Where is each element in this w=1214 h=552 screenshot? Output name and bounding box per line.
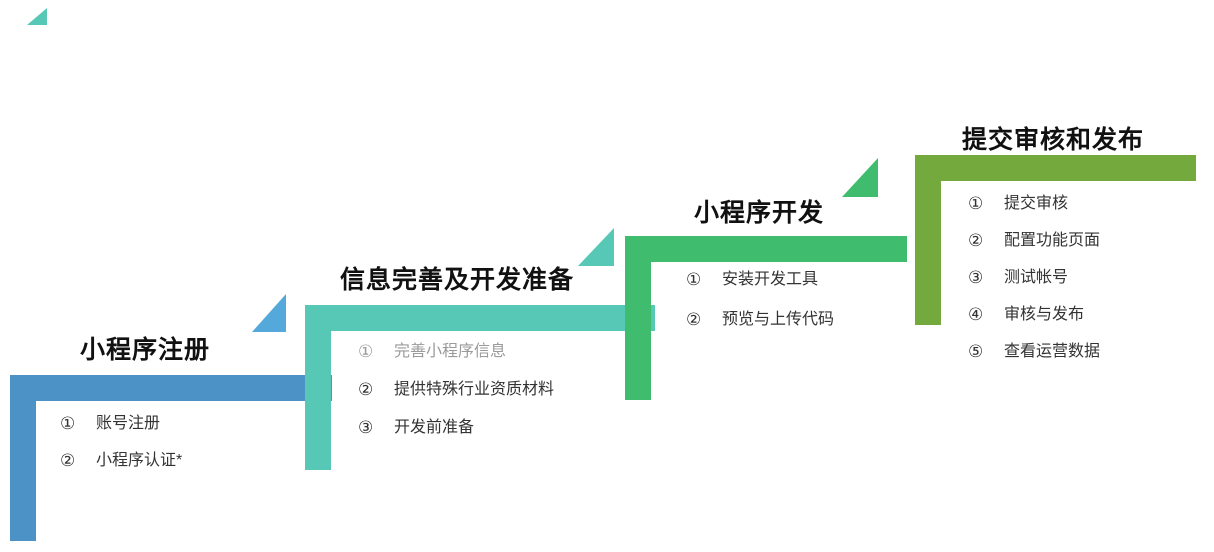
list-item: ① 提交审核 <box>968 193 1100 215</box>
step-item-list: ① 提交审核 ② 配置功能页面 ③ 测试帐号 ④ 审核与发布 ⑤ 查看运营数据 <box>968 193 1100 378</box>
step-bar-vertical <box>915 155 941 325</box>
list-item: ② 配置功能页面 <box>968 230 1100 252</box>
item-number: ① <box>968 194 984 213</box>
step-item-list: ① 账号注册 ② 小程序认证* <box>60 413 182 487</box>
step-title: 提交审核和发布 <box>962 126 1145 154</box>
item-label: 开发前准备 <box>394 419 475 436</box>
list-item: ① 账号注册 <box>60 413 182 434</box>
list-item: ① 安装开发工具 <box>686 269 834 290</box>
list-item: ③ 开发前准备 <box>358 417 554 438</box>
step-item-list: ① 安装开发工具 ② 预览与上传代码 <box>686 269 834 349</box>
step-bar-horizontal <box>10 375 332 401</box>
item-label: 审核与发布 <box>1004 306 1085 323</box>
list-item: ③ 测试帐号 <box>968 267 1100 289</box>
corner-triangle-mark-icon <box>27 8 47 25</box>
list-item: ② 提供特殊行业资质材料 <box>358 379 554 400</box>
item-label: 预览与上传代码 <box>722 311 835 328</box>
item-number: ① <box>60 414 76 433</box>
item-number: ② <box>60 451 76 470</box>
item-label: 查看运营数据 <box>1004 343 1101 360</box>
item-label: 配置功能页面 <box>1004 232 1101 249</box>
item-number: ⑤ <box>968 342 984 361</box>
item-number: ③ <box>358 418 374 437</box>
list-item: ① 完善小程序信息 <box>358 341 554 362</box>
step-flag-triangle-icon <box>578 228 614 266</box>
step-bar-vertical <box>305 305 331 470</box>
item-label: 小程序认证* <box>96 452 183 469</box>
step-title: 信息完善及开发准备 <box>340 266 575 294</box>
item-number: ① <box>686 270 702 289</box>
item-number: ① <box>358 342 374 361</box>
step-bar-horizontal <box>625 236 907 262</box>
list-item: ④ 审核与发布 <box>968 304 1100 326</box>
item-label: 安装开发工具 <box>722 271 819 288</box>
item-label: 测试帐号 <box>1004 269 1069 286</box>
step-title: 小程序注册 <box>80 336 211 364</box>
item-number: ② <box>686 310 702 329</box>
step-bar-horizontal <box>305 305 655 331</box>
item-number: ③ <box>968 268 984 287</box>
step-flag-triangle-icon <box>252 294 286 332</box>
item-label: 提供特殊行业资质材料 <box>394 381 555 398</box>
list-item: ② 小程序认证* <box>60 450 182 471</box>
step-flag-triangle-icon <box>842 158 878 197</box>
item-label: 提交审核 <box>1004 195 1069 212</box>
list-item: ⑤ 查看运营数据 <box>968 341 1100 363</box>
item-label: 完善小程序信息 <box>394 343 507 360</box>
step-item-list: ① 完善小程序信息 ② 提供特殊行业资质材料 ③ 开发前准备 <box>358 341 554 455</box>
item-number: ② <box>968 231 984 250</box>
step-bar-vertical <box>10 375 36 541</box>
list-item: ② 预览与上传代码 <box>686 309 834 330</box>
item-number: ② <box>358 380 374 399</box>
step-bar-horizontal <box>915 155 1196 181</box>
step-bar-vertical <box>625 236 651 400</box>
item-label: 账号注册 <box>96 415 161 432</box>
step-title: 小程序开发 <box>694 199 825 227</box>
item-number: ④ <box>968 305 984 324</box>
